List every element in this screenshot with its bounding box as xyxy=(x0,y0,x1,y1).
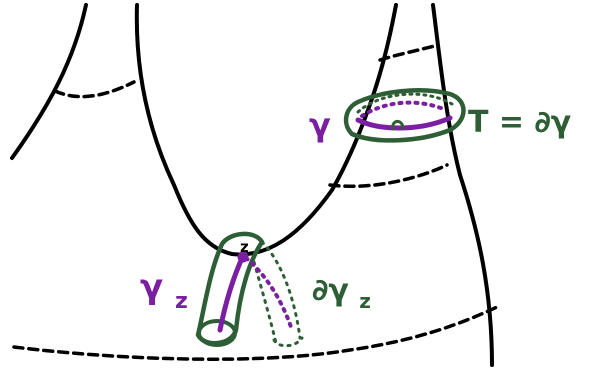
dashed-curve-upper-left xyxy=(53,80,136,99)
point-z xyxy=(237,251,249,263)
right-outer-boundary-curve xyxy=(431,3,494,367)
dashed-curve-middle-right xyxy=(328,163,449,189)
gamma-curve-back-dotted xyxy=(360,100,448,118)
torus-t-boundary xyxy=(343,88,466,143)
boundary-gamma-z-main: ∂γ xyxy=(312,273,349,308)
gamma-z-tube-end-cap xyxy=(197,319,237,347)
gamma-z-label: γ z xyxy=(140,267,188,314)
boundary-gamma-z-dotted-right xyxy=(260,240,302,340)
gamma-z-main: γ xyxy=(140,267,163,307)
gamma-z-arc-solid xyxy=(217,253,246,333)
torus-t-dotted-back xyxy=(356,92,454,114)
gamma-curve-front xyxy=(355,115,453,131)
gamma-z-arc-dotted xyxy=(244,256,294,332)
dashed-curve-bottom xyxy=(12,305,499,361)
torus-t-label: T = ∂γ xyxy=(468,105,571,140)
boundary-gamma-z-subscript: z xyxy=(359,289,371,313)
left-outer-boundary-curve xyxy=(10,3,88,160)
boundary-gamma-z-label: ∂γ z xyxy=(312,273,371,313)
gamma-label: γ xyxy=(309,106,331,144)
boundary-gamma-z-dotted-left xyxy=(252,260,278,345)
point-z-label: z xyxy=(240,238,249,256)
gamma-small-loop xyxy=(391,119,405,131)
boundary-gamma-z-dotted-cap xyxy=(272,336,304,348)
u-shaped-inner-boundary-curve xyxy=(134,3,398,257)
gamma-z-subscript: z xyxy=(175,289,188,314)
dashed-curve-upper-right xyxy=(378,43,440,62)
